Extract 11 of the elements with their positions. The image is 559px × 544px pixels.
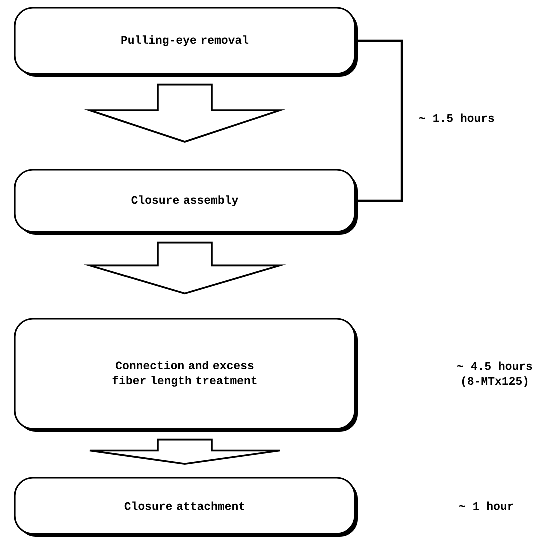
- duration-label: ~ 1.5 hours: [420, 114, 494, 122]
- duration-label: ~ 1 hour: [460, 502, 514, 510]
- process-box: Connection and excess fiber length treatment: [14, 318, 358, 432]
- block-arrow: [84, 242, 286, 295]
- block-arrow: [84, 84, 286, 143]
- block-arrow: [89, 438, 281, 466]
- duration-label: ~ 4.5 hours: [458, 362, 532, 370]
- process-box: Closure assembly: [14, 169, 358, 235]
- process-box: Closure attachment: [14, 477, 358, 537]
- process-box: Pulling-eye removal: [14, 7, 358, 77]
- duration-label: (8-MTx125): [462, 376, 528, 388]
